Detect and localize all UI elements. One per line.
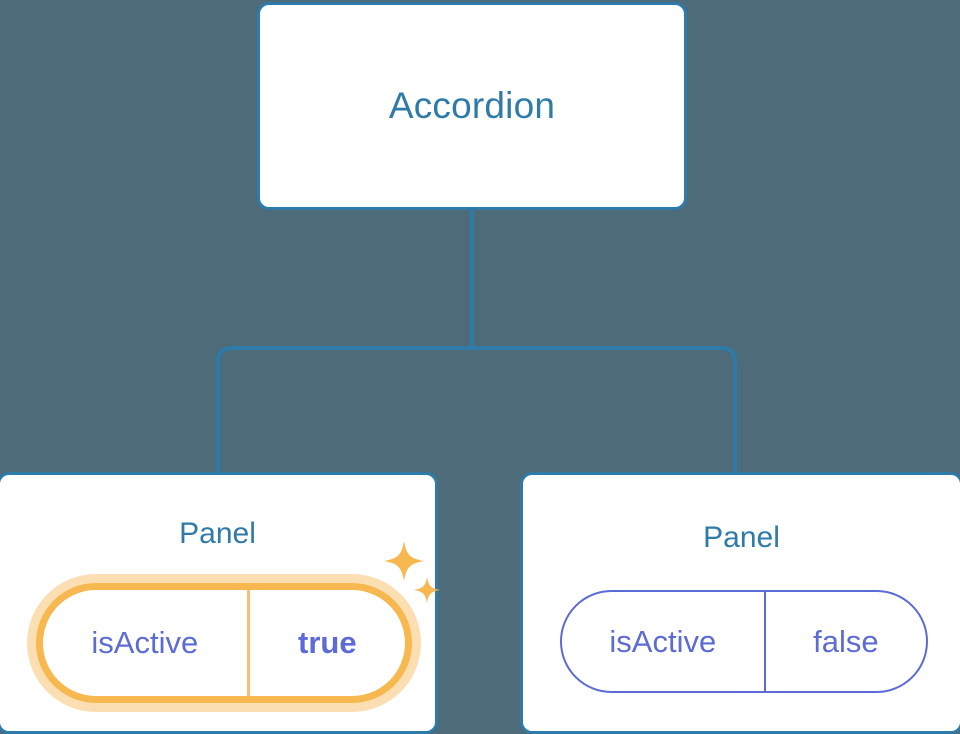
node-panel-left-title: Panel [179, 517, 256, 550]
node-accordion[interactable]: Accordion [257, 2, 687, 210]
node-panel-right-title: Panel [703, 521, 780, 554]
prop-pill-right[interactable]: isActive false [560, 590, 928, 693]
prop-pill-left[interactable]: isActive true [36, 583, 412, 703]
prop-value-left: true [246, 590, 405, 696]
prop-pill-right-body[interactable]: isActive false [560, 590, 928, 693]
prop-key-right: isActive [609, 623, 717, 659]
connector-branch-bus [216, 346, 737, 472]
node-panel-left[interactable]: Panel isActive true [0, 472, 438, 734]
prop-pill-left-body[interactable]: isActive true [36, 583, 412, 703]
prop-value-right: false [763, 592, 926, 691]
node-accordion-title: Accordion [388, 85, 556, 126]
prop-key-left: isActive [91, 625, 199, 660]
node-panel-right[interactable]: Panel isActive false [520, 472, 960, 734]
